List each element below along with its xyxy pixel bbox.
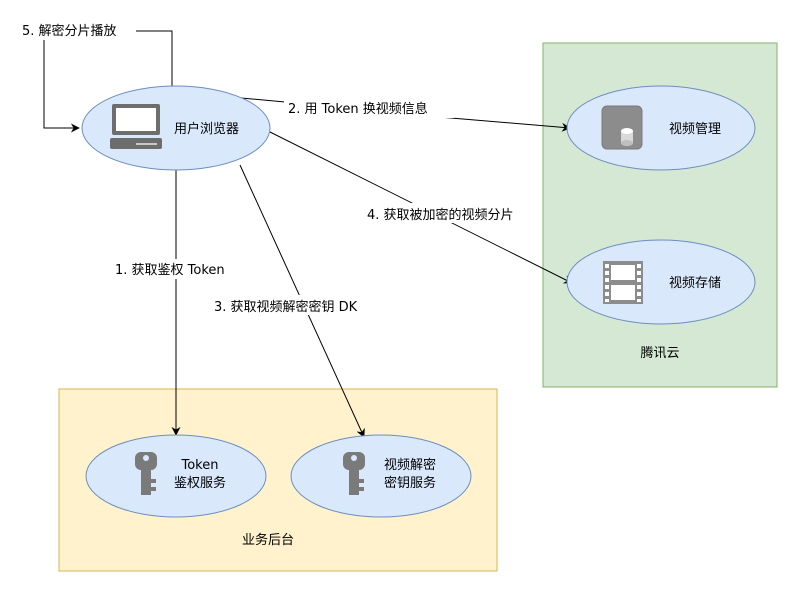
computer-icon: [110, 104, 162, 149]
film-icon: [603, 261, 643, 304]
edge-4-label: 4. 获取被加密的视频分片: [367, 207, 514, 223]
key-service-node[interactable]: 视频解密 密钥服务: [290, 434, 472, 518]
token-auth-label-line1: Token: [181, 458, 219, 473]
storage-icon: [601, 105, 643, 150]
key-icon: [135, 452, 157, 495]
video-management-label: 视频管理: [669, 122, 721, 137]
video-management-node[interactable]: 视频管理: [566, 85, 756, 171]
video-storage-label: 视频存储: [669, 276, 721, 291]
video-storage-node[interactable]: 视频存储: [566, 239, 756, 325]
edge-3-label: 3. 获取视频解密密钥 DK: [214, 299, 358, 315]
edge-1-label: 1. 获取鉴权 Token: [115, 262, 225, 278]
key-service-label-line2: 密钥服务: [384, 475, 436, 491]
browser-label: 用户浏览器: [174, 121, 239, 137]
key-service-label-line1: 视频解密: [384, 457, 436, 473]
key-icon: [343, 452, 365, 495]
edge-2-label: 2. 用 Token 换视频信息: [288, 101, 428, 117]
edge-labels: 5. 解密分片播放 2. 用 Token 换视频信息 4. 获取被加密的视频分片…: [18, 20, 537, 315]
tencent-cloud-label: 腾讯云: [640, 345, 679, 361]
business-backend-label: 业务后台: [242, 532, 294, 548]
token-auth-label-line2: 鉴权服务: [174, 475, 226, 491]
token-auth-node[interactable]: Token 鉴权服务: [85, 434, 267, 518]
browser-node[interactable]: 用户浏览器: [81, 85, 271, 171]
edges: [43, 30, 573, 438]
edge-5-label: 5. 解密分片播放: [22, 23, 117, 39]
